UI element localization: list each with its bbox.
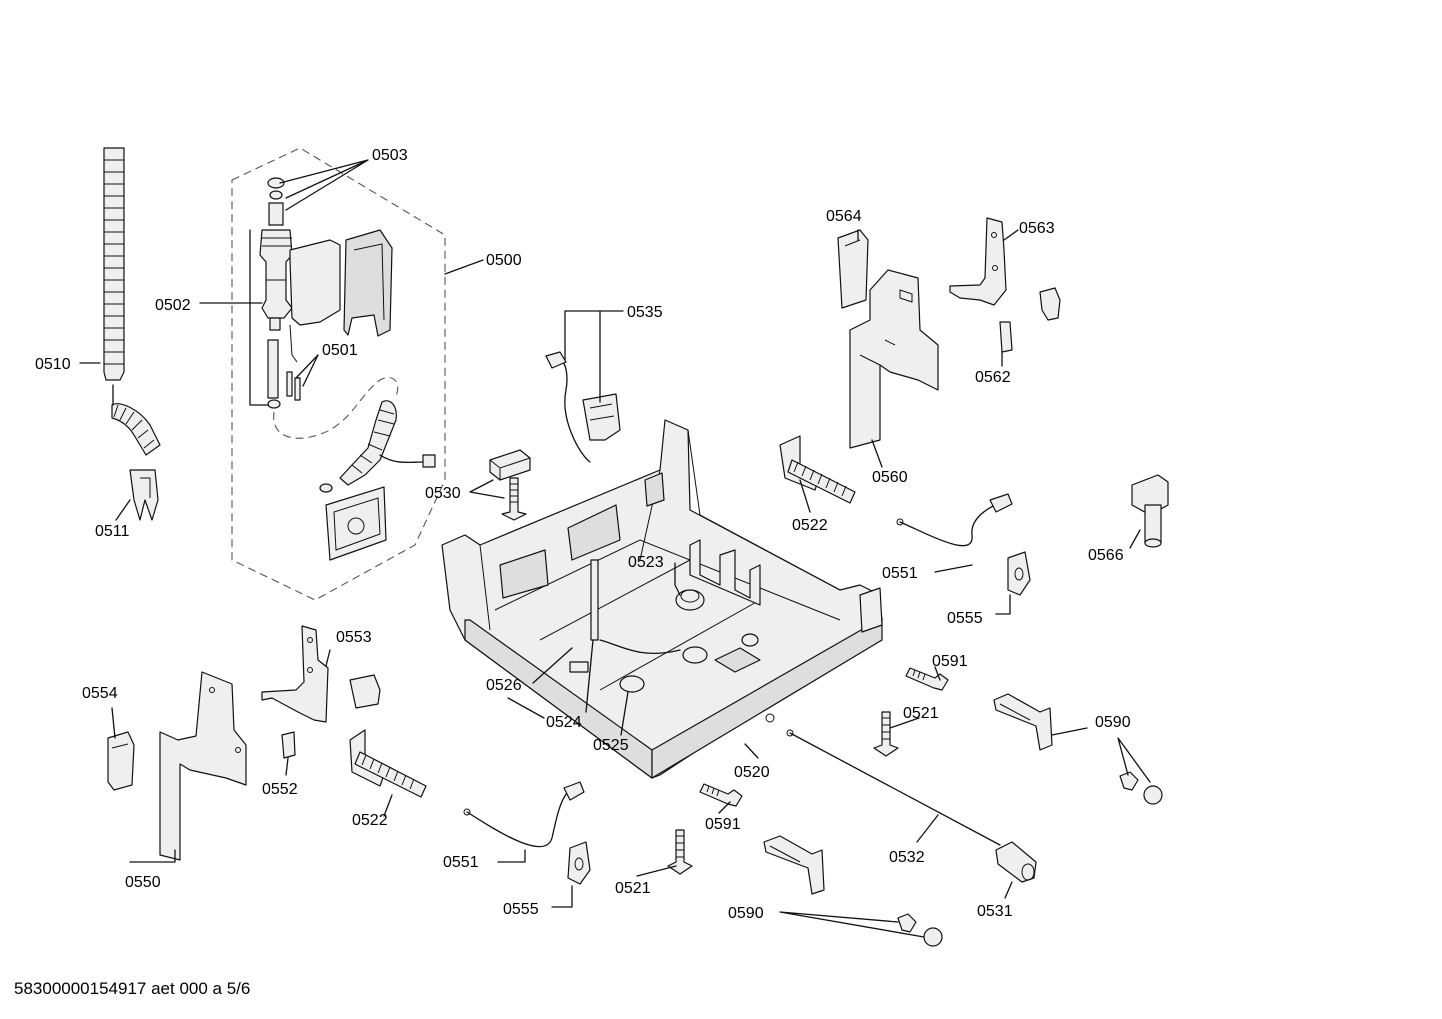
foot-screw-0521-right bbox=[873, 711, 899, 757]
screw-0591-upper bbox=[905, 667, 949, 691]
sensor-holder-0555-left bbox=[567, 841, 591, 885]
leader-lines bbox=[79, 159, 1151, 938]
label-0500: 0500 bbox=[486, 252, 522, 269]
plinth-clip-0590-right bbox=[993, 693, 1163, 805]
hinge-spring-0522-lower bbox=[349, 729, 427, 798]
sensor-part-0566 bbox=[1131, 474, 1169, 548]
sensor-cable-0551-right bbox=[896, 493, 1013, 547]
cover-part-0554 bbox=[107, 731, 135, 791]
hinge-spring-0522-upper bbox=[779, 435, 856, 504]
screw-0591-lower bbox=[699, 783, 743, 807]
label-0563: 0563 bbox=[1019, 220, 1055, 237]
label-0590-left: 0590 bbox=[728, 905, 764, 922]
knob-0531 bbox=[995, 841, 1037, 883]
label-0521-right: 0521 bbox=[903, 705, 939, 722]
label-0551-left: 0551 bbox=[443, 854, 479, 871]
plinth-clip-0590-left bbox=[763, 835, 943, 947]
valve-bracket-plate bbox=[325, 486, 387, 561]
side-bracket-0550 bbox=[159, 671, 247, 861]
sensor-holder-0555-right bbox=[1007, 551, 1031, 596]
inlet-hose-segment bbox=[319, 400, 436, 493]
label-0523: 0523 bbox=[628, 554, 664, 571]
label-0503: 0503 bbox=[372, 147, 408, 164]
label-0530: 0530 bbox=[425, 485, 461, 502]
switch-block-0530 bbox=[489, 449, 531, 521]
label-0550: 0550 bbox=[125, 874, 161, 891]
label-0562: 0562 bbox=[975, 369, 1011, 386]
inlet-valve-0502 bbox=[259, 177, 393, 399]
label-0535: 0535 bbox=[627, 304, 663, 321]
label-0555-right: 0555 bbox=[947, 610, 983, 627]
sensor-cable-0551-left bbox=[463, 781, 585, 848]
label-0591-upper: 0591 bbox=[932, 653, 968, 670]
drain-hose-0510 bbox=[103, 147, 161, 456]
label-0566: 0566 bbox=[1088, 547, 1124, 564]
label-0510: 0510 bbox=[35, 356, 71, 373]
cable-harness-0535 bbox=[545, 351, 621, 463]
rod-0532 bbox=[786, 729, 1001, 846]
label-0564: 0564 bbox=[826, 208, 862, 225]
label-0526: 0526 bbox=[486, 677, 522, 694]
label-0521-left: 0521 bbox=[615, 880, 651, 897]
hose-clip-0511 bbox=[129, 469, 159, 521]
label-0552: 0552 bbox=[262, 781, 298, 798]
label-0554: 0554 bbox=[82, 685, 118, 702]
clip-0552 bbox=[281, 731, 296, 759]
document-id: 58300000154917 aet 000 a 5/6 bbox=[14, 979, 251, 998]
foot-screw-0521-left bbox=[667, 829, 693, 875]
label-0501: 0501 bbox=[322, 342, 358, 359]
connector-parts-0501 bbox=[267, 371, 301, 409]
label-0520: 0520 bbox=[734, 764, 770, 781]
side-bracket-0563 bbox=[949, 217, 1061, 353]
label-0524: 0524 bbox=[546, 714, 582, 731]
label-0591-lower: 0591 bbox=[705, 816, 741, 833]
label-0553: 0553 bbox=[336, 629, 372, 646]
label-0531: 0531 bbox=[977, 903, 1013, 920]
label-0590-right: 0590 bbox=[1095, 714, 1131, 731]
label-0532: 0532 bbox=[889, 849, 925, 866]
label-0511: 0511 bbox=[95, 523, 130, 540]
dashed-hose-link bbox=[273, 377, 399, 439]
side-bracket-0553 bbox=[261, 625, 381, 723]
label-0502: 0502 bbox=[155, 297, 191, 314]
label-0560: 0560 bbox=[872, 469, 908, 486]
label-0551-right: 0551 bbox=[882, 565, 918, 582]
label-0522-lower: 0522 bbox=[352, 812, 388, 829]
side-bracket-0560 bbox=[837, 229, 939, 449]
part-labels: 0503 0500 0502 0501 0510 0511 0535 0530 … bbox=[35, 147, 1131, 922]
label-0525: 0525 bbox=[593, 737, 629, 754]
label-0522-upper: 0522 bbox=[792, 517, 828, 534]
assembly-boundary-0500 bbox=[231, 147, 446, 601]
label-0555-left: 0555 bbox=[503, 901, 539, 918]
base-tray-0520 bbox=[441, 419, 883, 779]
